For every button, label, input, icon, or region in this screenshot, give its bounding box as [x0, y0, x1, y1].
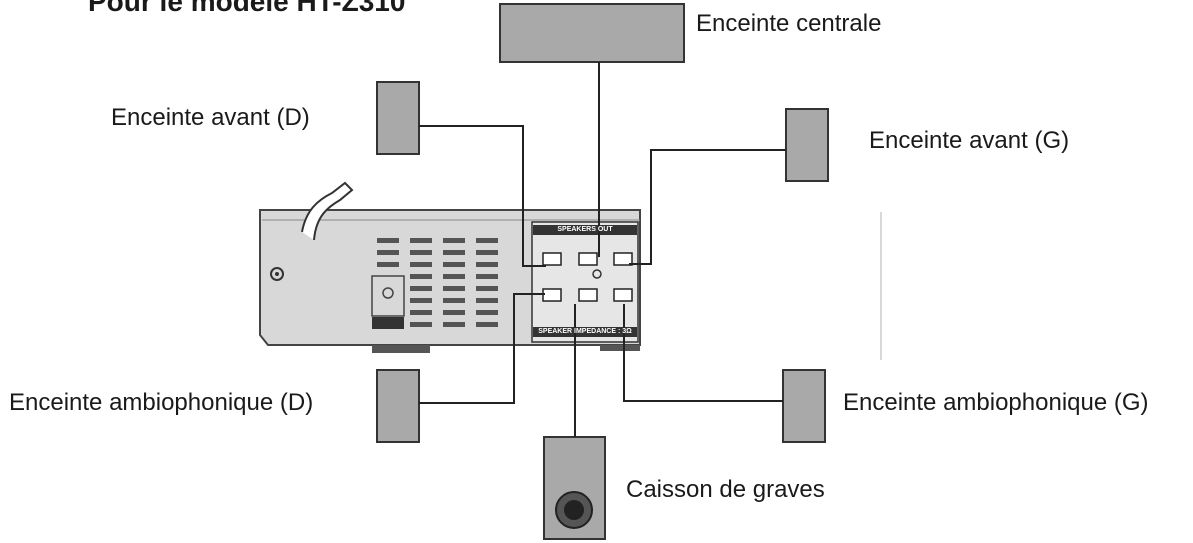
page-header: Pour le modèle HT-Z310 — [88, 0, 406, 17]
label-center-speaker: Enceinte centrale — [696, 10, 882, 37]
screw — [270, 267, 284, 281]
fan-panel — [371, 275, 405, 317]
front-right-speaker — [376, 81, 420, 155]
subwoofer — [543, 436, 606, 540]
panel-label-speakers-out: SPEAKERS OUT — [557, 226, 613, 233]
label-front-left: Enceinte avant (G) — [869, 127, 1070, 154]
surround-left-speaker — [782, 369, 826, 443]
speaker-terminal-panel — [531, 221, 639, 343]
center-speaker — [499, 3, 685, 63]
speaker-wires — [419, 62, 786, 437]
front-left-speaker — [785, 108, 829, 182]
surround-right-speaker — [376, 369, 420, 443]
receiver-unit — [259, 181, 641, 353]
terminals — [542, 252, 633, 302]
panel-label-impedance: SPEAKER IMPEDANCE : 3Ω — [538, 328, 632, 335]
label-surround-left: Enceinte ambiophonique (G) — [843, 389, 1149, 416]
label-surround-right: Enceinte ambiophonique (D) — [9, 389, 314, 416]
label-subwoofer: Caisson de graves — [626, 476, 825, 503]
ventilation-grille — [377, 238, 498, 327]
power-cord — [301, 181, 354, 241]
label-front-right: Enceinte avant (D) — [111, 104, 310, 131]
label-sticker — [372, 317, 404, 329]
